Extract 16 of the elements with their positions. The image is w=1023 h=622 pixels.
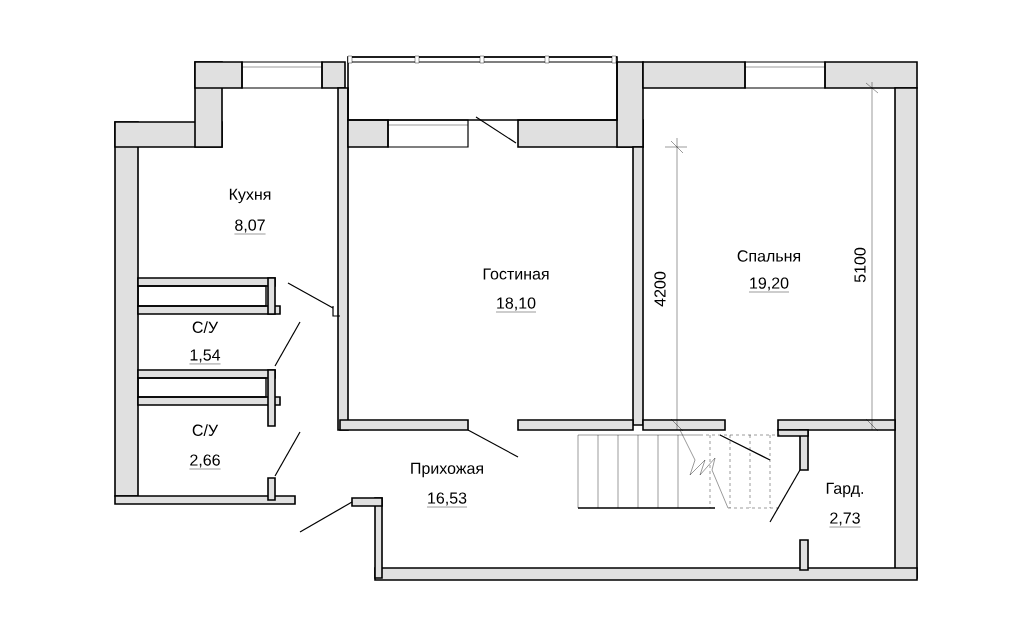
- room-name: С/У: [192, 424, 219, 436]
- room-name: Спальня: [737, 250, 801, 262]
- room-name: С/У: [192, 321, 219, 333]
- area-label: 1,54: [189, 349, 221, 365]
- area-label: 18,10: [495, 297, 537, 313]
- area-label: 2,66: [189, 454, 221, 470]
- dimension-label: 5100: [854, 247, 866, 283]
- room-name: Гард.: [826, 482, 864, 498]
- room-name: Гостиная: [483, 268, 549, 280]
- room-name: Кухня: [229, 188, 271, 204]
- area-label: 2,73: [829, 512, 861, 528]
- area-label: 8,07: [234, 219, 266, 235]
- room-name: Прихожая: [411, 462, 483, 478]
- dimension-label: 4200: [654, 271, 666, 307]
- area-label: 19,20: [748, 277, 790, 293]
- area-label: 16,53: [426, 492, 468, 508]
